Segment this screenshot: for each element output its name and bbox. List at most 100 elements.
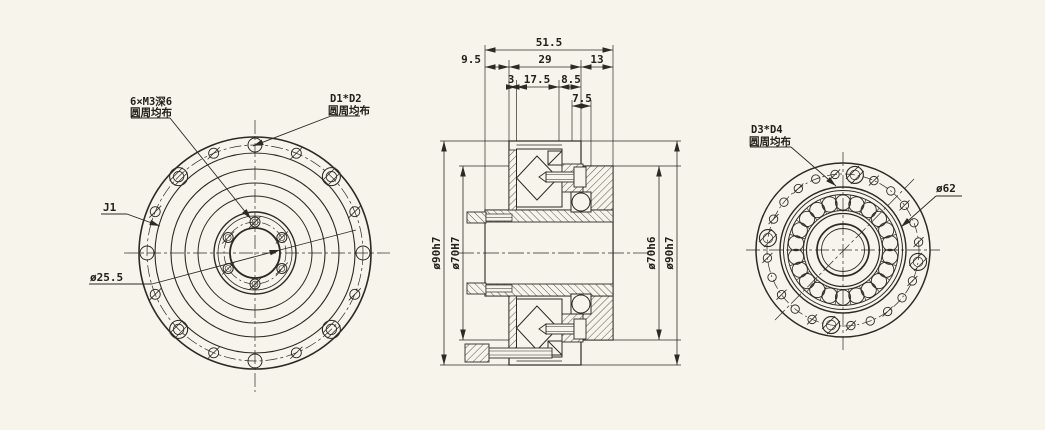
d3d4-label-line1: D3*D4 xyxy=(751,124,783,136)
dia-right-inner: ø70h6 xyxy=(645,236,658,269)
section-extension-lines xyxy=(440,45,681,366)
pin-hole xyxy=(349,206,361,218)
dia-right-outer: ø90h7 xyxy=(663,236,676,269)
bearing-roller xyxy=(881,235,899,252)
hub-thread-hole-minor xyxy=(224,234,232,241)
threaded-hole-mark xyxy=(908,252,923,267)
threaded-hole-mark xyxy=(763,233,778,248)
small-hole-mark xyxy=(882,306,893,317)
front-hub-ring-circle xyxy=(217,215,293,291)
hub-thread-hole-mark xyxy=(248,215,262,229)
leader-bore xyxy=(89,229,357,285)
dim-7-5: 7.5 xyxy=(572,92,592,105)
side-centerline-diag xyxy=(774,177,916,321)
threaded-hole-mark xyxy=(322,320,336,334)
small-hole xyxy=(869,175,879,186)
cage-divider xyxy=(876,271,890,281)
bearing-roller xyxy=(881,248,899,265)
datum-j1-label: J1 xyxy=(103,201,117,214)
small-hole xyxy=(807,314,817,325)
through-hole xyxy=(355,245,371,261)
hub-thread-hole-minor xyxy=(251,218,259,226)
hub-thread-hole-minor xyxy=(278,265,286,272)
section-body xyxy=(458,140,652,366)
cage-divider xyxy=(848,289,852,305)
leader-datum-j1 xyxy=(101,213,161,227)
cage-divider xyxy=(859,285,867,301)
small-hole-mark xyxy=(793,183,804,194)
pin-hole xyxy=(290,147,302,159)
hub-thread-hole-minor xyxy=(278,234,286,241)
screw-bottom-right xyxy=(538,313,587,343)
side-view-bolt-holes xyxy=(758,165,928,335)
small-hole-mark xyxy=(913,236,924,248)
bearing-roller xyxy=(799,210,816,227)
front-outer-circle xyxy=(138,136,372,370)
thread-note-line2: 圆周均布 xyxy=(130,106,172,119)
threaded-hole-mark xyxy=(174,325,188,339)
front-rim-circle xyxy=(154,152,356,354)
threaded-hole xyxy=(845,165,864,184)
cage-divider xyxy=(789,260,806,266)
hub-thread-hole-mark xyxy=(221,231,235,244)
dia-left-outer: ø90h7 xyxy=(430,236,443,269)
small-hole-mark xyxy=(829,169,841,180)
bearing-roller xyxy=(878,222,895,239)
bore-diameter-label: ø25.5 xyxy=(90,271,123,284)
small-hole xyxy=(883,306,893,317)
cage-divider xyxy=(819,199,827,215)
threaded-hole-mark xyxy=(845,165,860,180)
cage-divider xyxy=(880,234,897,240)
dim-13: 13 xyxy=(590,53,603,66)
set-screw-bottom-left xyxy=(466,282,513,295)
small-hole xyxy=(811,174,821,184)
dim-total-width: 51.5 xyxy=(536,36,563,49)
cage-divider xyxy=(796,271,810,281)
small-hole-mark xyxy=(806,314,818,325)
pin-hole xyxy=(149,288,161,300)
leader-d1d2 xyxy=(252,115,360,147)
front-bearing-circle xyxy=(184,182,326,324)
small-hole xyxy=(776,290,787,300)
threaded-hole-mark xyxy=(169,167,183,181)
bearing-roller xyxy=(787,235,805,252)
hub-thread-hole-mark xyxy=(275,231,289,244)
cage-divider xyxy=(848,195,852,211)
hub-thread-hole-minor xyxy=(251,280,259,288)
cage-divider xyxy=(834,289,838,305)
bearing-roller xyxy=(834,194,852,211)
hub-thread-hole xyxy=(276,263,288,274)
small-hole xyxy=(768,214,779,224)
cage-divider xyxy=(806,279,818,293)
bearing-roller xyxy=(809,281,826,299)
leader-dia62 xyxy=(900,195,962,228)
side-outer-circle xyxy=(755,162,931,338)
pin-hole xyxy=(290,347,302,359)
threaded-hole-mark xyxy=(758,228,773,243)
hub-thread-hole-mark xyxy=(275,262,289,275)
small-hole xyxy=(846,320,856,331)
threaded-hole-mark xyxy=(322,167,336,181)
threaded-hole-minor xyxy=(912,256,924,268)
small-hole-mark xyxy=(768,213,779,225)
small-hole-mark xyxy=(899,200,910,211)
threaded-hole xyxy=(169,167,189,187)
ball-bearing-bottom xyxy=(570,293,592,315)
hub-thread-hole-minor xyxy=(224,265,232,272)
side-bore-outer xyxy=(816,223,870,277)
bearing-roller xyxy=(834,289,852,306)
dim-17-5: 17.5 xyxy=(524,73,551,86)
cage-divider xyxy=(880,260,897,266)
set-screw-top-left xyxy=(466,211,513,224)
pin-hole-mark xyxy=(290,146,303,160)
front-view-hub-holes xyxy=(221,215,289,291)
ball-bearing-top xyxy=(570,191,592,213)
section-view: 51.5 9.5 29 13 3 17.5 8.5 7.5 ø90h7 ø70H… xyxy=(430,36,681,366)
cage-divider xyxy=(806,207,818,221)
small-hole-mark xyxy=(868,175,880,186)
threaded-hole-mark xyxy=(850,170,865,185)
small-hole xyxy=(886,186,896,196)
front-bore-circle xyxy=(229,227,281,279)
leader-d3d4 xyxy=(750,146,837,187)
